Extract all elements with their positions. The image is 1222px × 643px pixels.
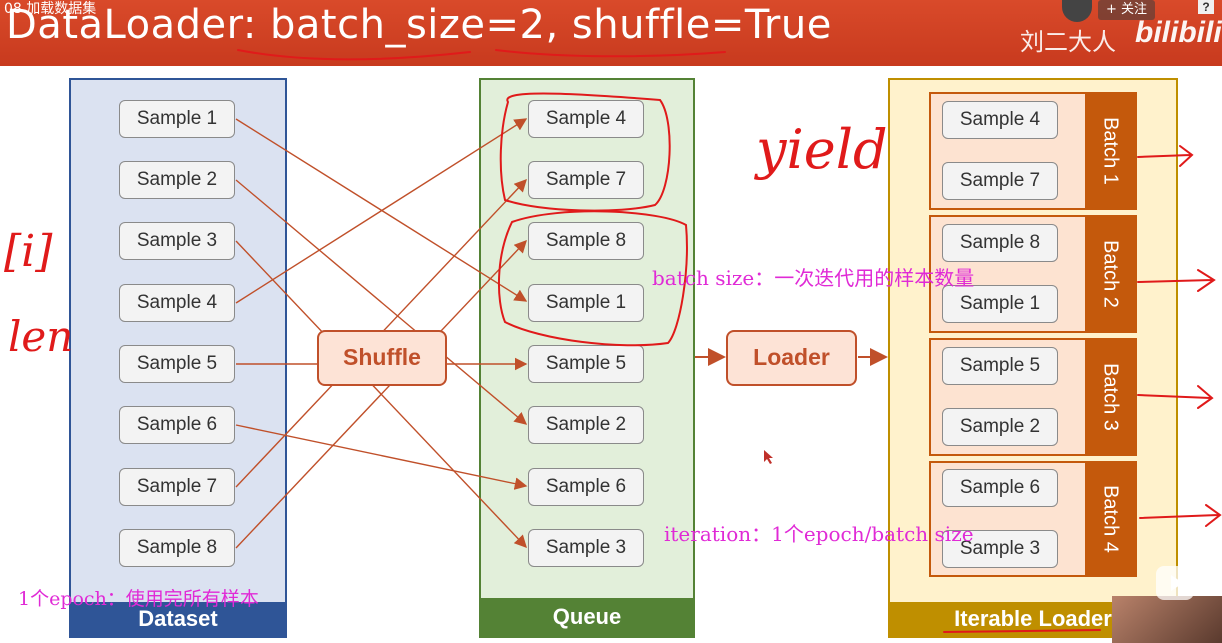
bilibili-logo: bilibili	[1135, 16, 1222, 49]
uploader-watermark: 刘二大人	[1020, 28, 1116, 56]
dataset-sample: Sample 6	[119, 406, 235, 444]
dataset-sample: Sample 7	[119, 468, 235, 506]
handwritten-underline	[943, 629, 1101, 633]
dataset-sample: Sample 1	[119, 100, 235, 138]
dataset-sample: Sample 4	[119, 284, 235, 322]
dataset-sample: Sample 5	[119, 345, 235, 383]
queue-sample: Sample 2	[528, 406, 644, 444]
handwritten-arrow	[1137, 385, 1214, 409]
follow-button[interactable]: + 关注	[1098, 0, 1156, 20]
dataset-sample: Sample 2	[119, 161, 235, 199]
handwritten-circle	[497, 210, 688, 347]
queue-sample: Sample 4	[528, 100, 644, 138]
queue-sample: Sample 1	[528, 284, 644, 322]
mapping-line	[235, 118, 528, 302]
batch-sample: Sample 1	[942, 285, 1058, 323]
help-icon[interactable]: ?	[1198, 0, 1214, 14]
queue-sample: Sample 7	[528, 161, 644, 199]
slide-title: DataLoader: batch_size=2, shuffle=True	[6, 2, 832, 48]
batch-sample: Sample 3	[942, 530, 1058, 568]
mapping-line	[235, 239, 527, 549]
handwritten-arrow	[1139, 504, 1222, 527]
batch-label: Batch 4	[1085, 463, 1135, 575]
avatar[interactable]	[1062, 0, 1092, 22]
handwritten-yield: yield	[756, 118, 888, 181]
batch-sample: Sample 4	[942, 101, 1058, 139]
batch-sample: Sample 5	[942, 347, 1058, 385]
iteration-note: iteration：1个epoch/batch size	[664, 522, 974, 546]
handwritten-len: len	[8, 312, 74, 361]
queue-sample: Sample 3	[528, 529, 644, 567]
batch-label: Batch 3	[1085, 340, 1135, 454]
handwritten-arrow	[1137, 145, 1194, 167]
webcam-thumbnail	[1112, 596, 1222, 643]
handwritten-index: [i]	[4, 226, 53, 277]
mouse-cursor-icon	[764, 450, 773, 464]
queue-sample: Sample 6	[528, 468, 644, 506]
loader-box: Loader	[726, 330, 857, 386]
batch-label: Batch 1	[1085, 94, 1135, 208]
batch-sample: Sample 8	[942, 224, 1058, 262]
dataset-sample: Sample 3	[119, 222, 235, 260]
epoch-note: 1个epoch：使用完所有样本	[18, 588, 259, 610]
mapping-line	[235, 179, 528, 425]
mapping-line	[235, 118, 528, 304]
batch-sample: Sample 7	[942, 162, 1058, 200]
queue-sample: Sample 8	[528, 222, 644, 260]
queue-label: Queue	[481, 598, 693, 636]
dataset-sample: Sample 8	[119, 529, 235, 567]
dataset-label: Dataset	[71, 602, 285, 636]
shuffle-box: Shuffle	[317, 330, 447, 386]
handwritten-arrow	[1137, 269, 1216, 292]
batch-size-note: batch size：一次迭代用的样本数量	[652, 266, 975, 290]
handwritten-circle	[499, 92, 671, 212]
video-title: 08 加载数据集	[4, 1, 97, 17]
mapping-line	[235, 424, 528, 490]
queue-sample: Sample 5	[528, 345, 644, 383]
play-icon[interactable]	[1156, 566, 1194, 600]
batch-sample: Sample 2	[942, 408, 1058, 446]
handwritten-underline	[237, 49, 471, 61]
batch-sample: Sample 6	[942, 469, 1058, 507]
handwritten-underline	[495, 49, 726, 58]
slide-header	[0, 0, 1222, 66]
batch-label: Batch 2	[1085, 217, 1135, 331]
